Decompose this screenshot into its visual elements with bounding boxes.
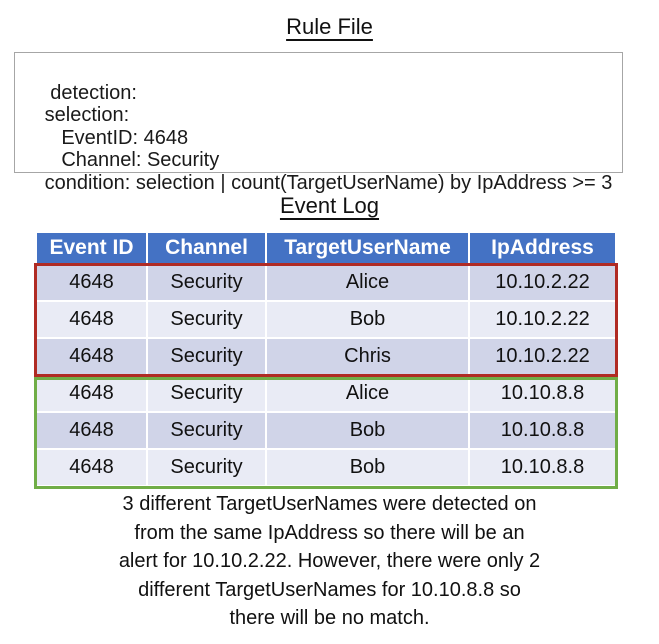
rule-text: detection: selection: EventID: 4648 Chan… [44,81,613,194]
event-log-title-text: Event Log [279,193,380,218]
table-cell: 10.10.8.8 [470,450,615,487]
table-cell: Alice [267,265,470,302]
table-cell: 10.10.8.8 [470,376,615,413]
event-log-table: Event ID Channel TargetUserName IpAddres… [37,233,615,487]
column-header-targetusername: TargetUserName [267,233,470,265]
table-cell: 4648 [37,265,148,302]
caption-text: 3 different TargetUserNames were detecte… [118,493,541,629]
table-cell: 10.10.8.8 [470,413,615,450]
table-cell: Bob [267,413,470,450]
table-cell: 4648 [37,450,148,487]
table-row: 4648 Security Alice 10.10.8.8 [37,376,615,413]
table-cell: 4648 [37,413,148,450]
table-row: 4648 Security Alice 10.10.2.22 [37,265,615,302]
table-cell: 4648 [37,376,148,413]
column-header-ipaddress: IpAddress [470,233,615,265]
table-cell: 4648 [37,339,148,376]
table-row: 4648 Security Bob 10.10.8.8 [37,413,615,450]
rule-file-title-text: Rule File [286,14,373,39]
table-row: 4648 Security Bob 10.10.8.8 [37,450,615,487]
rule-file-box: detection: selection: EventID: 4648 Chan… [14,52,623,194]
table-cell: 4648 [37,302,148,339]
table-cell: Alice [267,376,470,413]
table-cell: 10.10.2.22 [470,339,615,376]
table-row: 4648 Security Chris 10.10.2.22 [37,339,615,376]
column-header-channel: Channel [148,233,267,265]
table-cell: 10.10.2.22 [470,302,615,339]
table-header-row: Event ID Channel TargetUserName IpAddres… [37,233,615,265]
table-cell: Security [148,413,267,450]
table-cell: 10.10.2.22 [470,265,615,302]
table-cell: Security [148,302,267,339]
table-cell: Security [148,339,267,376]
column-header-event-id: Event ID [37,233,148,265]
event-log-title: Event Log [0,193,659,219]
table-cell: Security [148,376,267,413]
table-cell: Security [148,450,267,487]
table-cell: Chris [267,339,470,376]
table-cell: Bob [267,302,470,339]
table-row: 4648 Security Bob 10.10.2.22 [37,302,615,339]
rule-file-title: Rule File [0,14,659,40]
table-cell: Bob [267,450,470,487]
table-cell: Security [148,265,267,302]
